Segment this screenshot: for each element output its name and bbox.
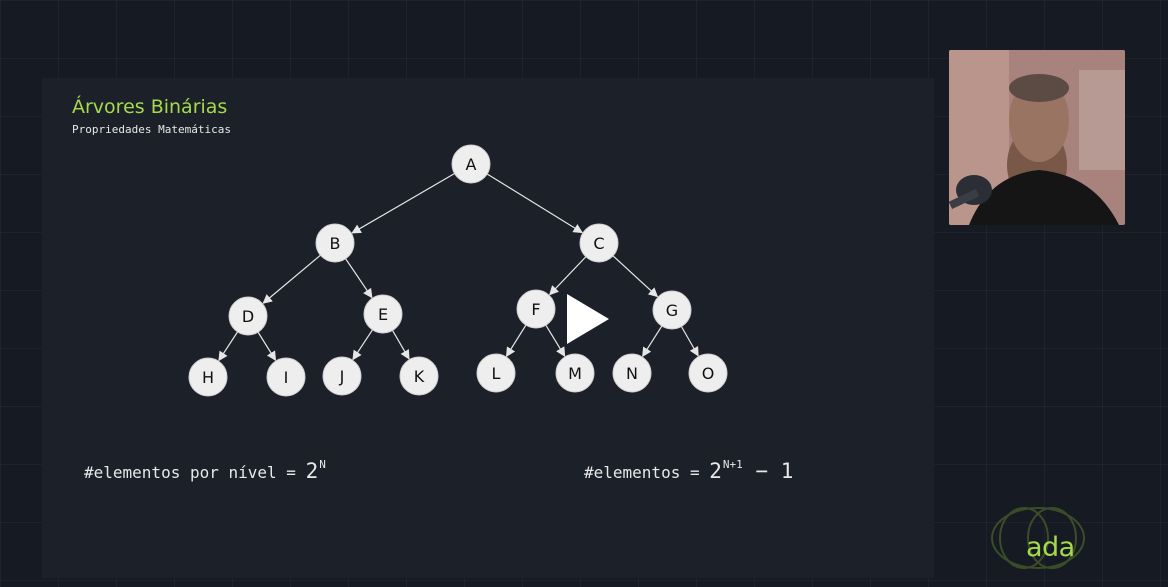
tree-node-label: C [593,234,604,253]
tree-node-circle [315,223,355,263]
tree-node-circle [399,356,439,396]
tree-edge-D-I [257,331,277,362]
formula-total-text: #elementos = [584,463,710,482]
tree-edge-A-B [351,173,455,234]
webcam-video [949,50,1125,225]
formula-total-base: 2 [709,459,722,483]
tree-node-J: J [322,356,362,396]
tree-edge-D-H [218,331,239,362]
tree-node-label: E [378,305,388,324]
tree-node-N: N [612,353,652,393]
formula-per-level: #elementos por nível = 2N [84,458,326,483]
tree-node-circle [451,144,491,184]
formula-per-level-exp: N [319,458,326,471]
tree-node-circle [188,357,228,397]
tree-node-label: N [626,364,638,383]
tree-node-circle [322,356,362,396]
tree-node-L: L [476,353,516,393]
formula-total-exp: N+1 [722,458,743,471]
tree-node-circle [612,353,652,393]
tree-node-label: B [330,234,341,253]
tree-edge-B-D [262,254,321,304]
formula-total-suffix: − 1 [742,459,794,483]
tree-node-I: I [266,357,306,397]
tree-node-circle [516,289,556,329]
brand-logo-mark-icon [991,507,1085,569]
tree-edge-A-C [486,173,584,234]
tree-edge-E-J [352,329,374,361]
play-button[interactable] [561,292,611,346]
tree-edge-F-L [505,324,527,358]
tree-node-circle [555,353,595,393]
tree-edge-C-F [548,256,587,296]
tree-node-label: F [531,300,540,319]
tree-node-label: O [702,364,715,383]
tree-node-circle [579,223,619,263]
slide-title: Árvores Binárias [72,96,228,118]
tree-node-K: K [399,356,439,396]
tree-node-circle [652,290,692,330]
brand-logo-text: ada [1026,532,1075,563]
formula-per-level-text: #elementos por nível = [84,463,306,482]
tree-node-circle [266,357,306,397]
tree-node-circle [363,294,403,334]
tree-node-label: H [202,368,214,387]
tree-node-label: L [492,364,501,383]
tree-edge-B-E [345,258,373,299]
tree-node-E: E [363,294,403,334]
tree-edge-F-M [545,324,566,357]
tree-node-C: C [579,223,619,263]
tree-node-circle [476,353,516,393]
tree-node-F: F [516,289,556,329]
formula-per-level-base: 2 [305,459,319,483]
presenter-video-icon [949,50,1125,225]
tree-node-B: B [315,223,355,263]
tree-node-label: M [568,364,582,383]
tree-edge-E-K [392,330,410,360]
tree-node-label: A [466,155,477,174]
tree-node-circle [228,296,268,336]
play-icon [567,294,609,344]
tree-node-O: O [688,353,728,393]
tree-edge-G-O [680,326,699,357]
tree-node-label: G [666,301,678,320]
tree-node-A: A [451,144,491,184]
tree-edge-G-N [642,325,663,358]
formula-total: #elementos = 2N+1 − 1 [584,458,793,483]
tree-node-D: D [228,296,268,336]
tree-node-circle [688,353,728,393]
tree-edge-C-G [612,255,659,298]
slide-subtitle: Propriedades Matemáticas [72,123,231,136]
tree-node-H: H [188,357,228,397]
tree-node-label: I [284,368,289,387]
tree-node-label: J [339,367,345,386]
tree-node-G: G [652,290,692,330]
tree-node-M: M [555,353,595,393]
tree-node-label: K [414,367,425,386]
tree-node-label: D [242,307,254,326]
